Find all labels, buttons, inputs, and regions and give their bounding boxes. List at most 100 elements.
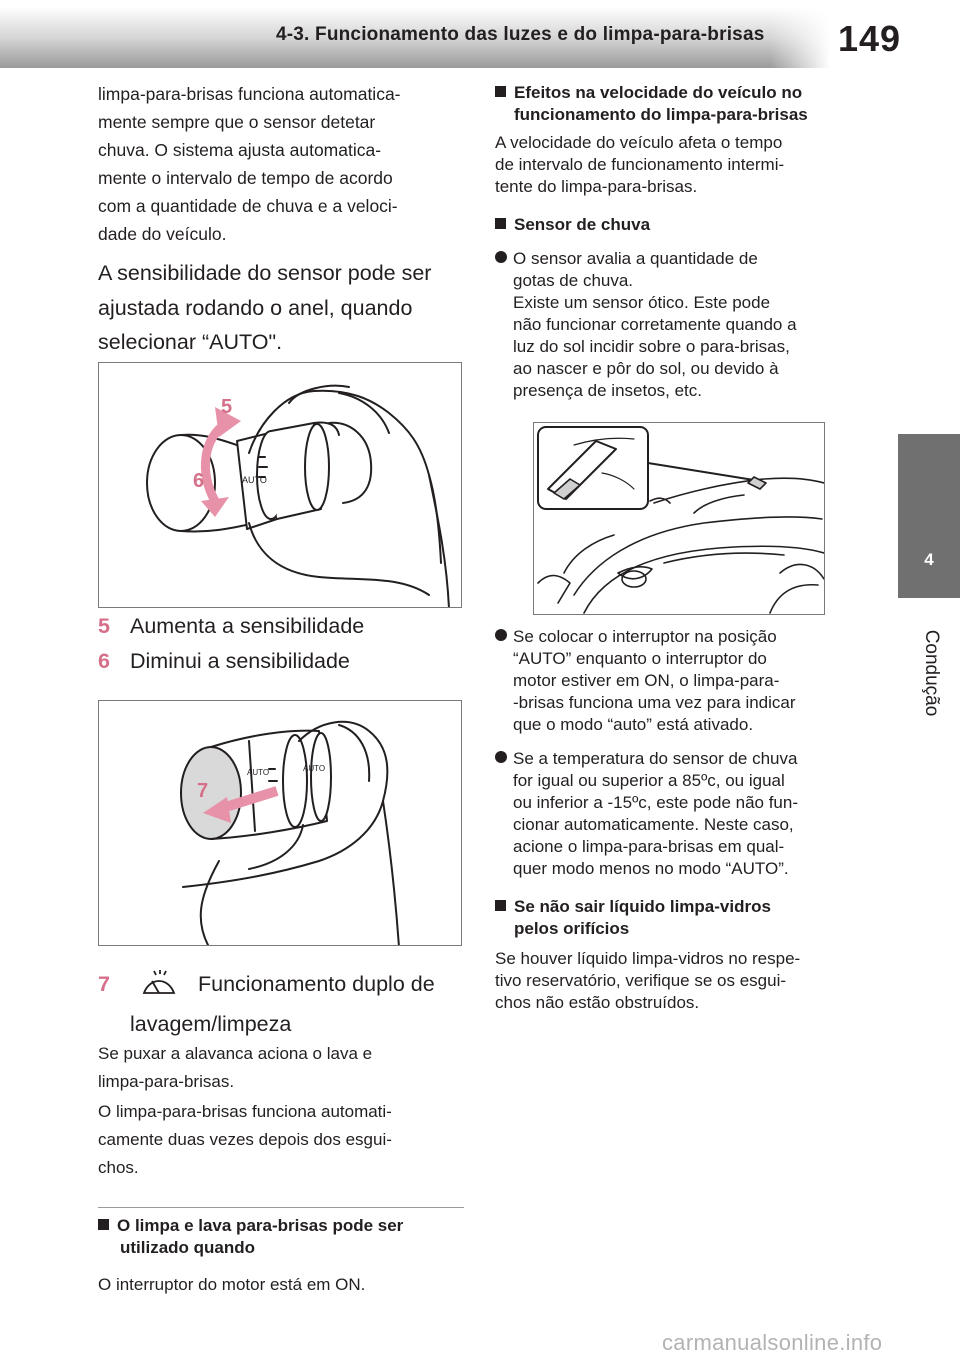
auto-mark-1: AUTO [247, 768, 269, 777]
heading-line: funcionamento do limpa-para-brisas [514, 105, 808, 124]
left-column: limpa-para-brisas funciona automatica- m… [98, 80, 470, 360]
legend-text: Funcionamento duplo de [198, 972, 435, 996]
usable-section: O limpa e lava para-brisas pode ser util… [98, 1215, 470, 1299]
text-line: limpa-para-brisas. [98, 1072, 235, 1091]
text-line: mente o intervalo de tempo de acordo [98, 168, 393, 188]
text-line: motor estiver em ON, o limpa-para- [513, 671, 780, 690]
square-bullet-icon [495, 218, 506, 229]
rain-sensor-illustration [537, 426, 824, 614]
text-line: ajustada rodando o anel, quando [98, 295, 413, 320]
text-line: chos não estão obstruídos. [495, 993, 700, 1012]
heading-line: pelos orifícios [514, 919, 630, 938]
chapter-label: Condução [921, 629, 942, 717]
round-bullet-icon [495, 629, 507, 641]
text-line: tente do limpa-para-brisas. [495, 177, 698, 196]
text-line: for igual ou superior a 85ºc, ou igual [513, 771, 785, 790]
intro-paragraph: limpa-para-brisas funciona automatica- m… [98, 80, 470, 248]
text-line: Se puxar a alavanca aciona o lava e [98, 1044, 373, 1063]
round-bullet-icon [495, 751, 507, 763]
text-line: presença de insetos, etc. [513, 381, 703, 400]
heading-line: Se não sair líquido limpa-vidros [514, 897, 771, 916]
heading-line: utilizado quando [120, 1238, 256, 1257]
square-bullet-icon [495, 900, 506, 911]
text-line: quer modo menos no modo “AUTO”. [513, 859, 789, 878]
pull-arrow-head-icon [203, 797, 231, 823]
text-line: ou inferior a -15ºc, este pode não fun- [513, 793, 798, 812]
legend-text: Diminui a sensibilidade [130, 649, 350, 673]
auto-mark-2: AUTO [303, 764, 325, 773]
pull-arrow-icon [217, 786, 279, 814]
pull-paragraph: Se puxar a alavanca aciona o lava e limp… [98, 1040, 470, 1096]
legend-item-5: 5 Aumenta a sensibilidade [98, 614, 364, 639]
text-line: ao nascer e pôr do sol, ou devido à [513, 359, 779, 378]
text-line: Se houver líquido limpa-vidros no respe- [495, 949, 801, 968]
label-7: 7 [197, 780, 208, 802]
text-line: chos. [98, 1158, 139, 1177]
right-lower: Se colocar o interruptor na posição “AUT… [495, 626, 865, 1014]
chapter-number: 4 [924, 550, 934, 569]
header-band [0, 0, 830, 68]
legend-number: 5 [98, 614, 110, 638]
label-5: 5 [221, 396, 232, 418]
square-bullet-icon [98, 1219, 109, 1230]
text-line: chuva. O sistema ajusta automatica- [98, 140, 382, 160]
watermark: carmanualsonline.info [662, 1330, 883, 1355]
sensitivity-paragraph: A sensibilidade do sensor pode ser ajust… [98, 256, 470, 360]
fluid-heading: Se não sair líquido limpa-vidros pelos o… [495, 896, 865, 940]
bullet-3: Se a temperatura do sensor de chuva for … [495, 748, 865, 880]
text-line: -brisas funciona uma vez para indicar [513, 693, 796, 712]
label-6: 6 [193, 470, 204, 492]
auto-mark: AUTO [242, 475, 267, 485]
text-line: tivo reservatório, verifique se os esgui… [495, 971, 787, 990]
heading-line: Sensor de chuva [514, 215, 651, 234]
text-line: A velocidade do veículo afeta o tempo [495, 133, 783, 152]
sensitivity-ring-illustration: AUTO 5 6 [146, 384, 450, 607]
text-line: dade do veículo. [98, 224, 227, 244]
text-line: Se a temperatura do sensor de chuva [513, 749, 798, 768]
text-line: Se colocar o interruptor na posição [513, 627, 777, 646]
text-line: camente duas vezes depois dos esgui- [98, 1130, 392, 1149]
bullet-2: Se colocar o interruptor na posição “AUT… [495, 626, 865, 736]
sensitivity-ring-figure: AUTO 5 6 [98, 362, 462, 608]
usable-heading: O limpa e lava para-brisas pode ser util… [98, 1215, 470, 1259]
text-line: O limpa-para-brisas funciona automati- [98, 1102, 392, 1121]
bullet-1: O sensor avalia a quantidade de gotas de… [495, 248, 865, 402]
text-line: O sensor avalia a quantidade de [513, 249, 758, 268]
section-divider [98, 1207, 464, 1208]
legend-item-7: 7 Funcionamento duplo de lavagem/limpeza [98, 964, 470, 1044]
text-line: de intervalo de funcionamento intermi- [495, 155, 785, 174]
fluid-text: Se houver líquido limpa-vidros no respe-… [495, 948, 865, 1014]
page-number: 149 [838, 18, 902, 59]
legend-text: Aumenta a sensibilidade [130, 614, 365, 638]
text-line: luz do sol incidir sobre o para-brisas, [513, 337, 790, 356]
text-line: cionar automaticamente. Neste caso, [513, 815, 794, 834]
legend-text-continued: lavagem/limpeza [130, 1012, 292, 1036]
text-line: “AUTO” enquanto o interruptor do [513, 649, 767, 668]
pull-lever-figure: AUTO AUTO 7 [98, 700, 462, 946]
text-line: não funcionar corretamente quando a [513, 315, 797, 334]
washer-wiper-icon [140, 969, 178, 997]
heading-line: Efeitos na velocidade do veículo no [514, 83, 803, 102]
text-line: acione o limpa-para-brisas em qual- [513, 837, 785, 856]
rain-sensor-heading: Sensor de chuva [495, 214, 865, 236]
auto-paragraph: O limpa-para-brisas funciona automati- c… [98, 1098, 470, 1182]
legend-number: 7 [98, 972, 110, 996]
speed-text: A velocidade do veículo afeta o tempo de… [495, 132, 865, 198]
text-line: A sensibilidade do sensor pode ser [98, 261, 432, 285]
arrow-head-down-icon [201, 497, 229, 517]
right-column: Efeitos na velocidade do veículo no func… [495, 82, 865, 402]
text-line: mente sempre que o sensor detetar [98, 112, 376, 132]
rain-sensor-figure [533, 422, 825, 615]
square-bullet-icon [495, 86, 506, 97]
text-line: gotas de chuva. [513, 271, 634, 290]
speed-heading: Efeitos na velocidade do veículo no func… [495, 82, 865, 126]
rotate-arrow-icon [200, 419, 230, 504]
pull-lever-illustration: AUTO AUTO 7 [180, 720, 400, 945]
arrow-head-up-icon [215, 407, 241, 437]
text-line: Existe um sensor ótico. Este pode [513, 293, 771, 312]
page-header: 4-3. Funcionamento das luzes e do limpa-… [0, 0, 960, 70]
usable-text: O interruptor do motor está em ON. [98, 1275, 366, 1294]
section-title: 4-3. Funcionamento das luzes e do limpa-… [276, 24, 765, 45]
round-bullet-icon [495, 251, 507, 263]
